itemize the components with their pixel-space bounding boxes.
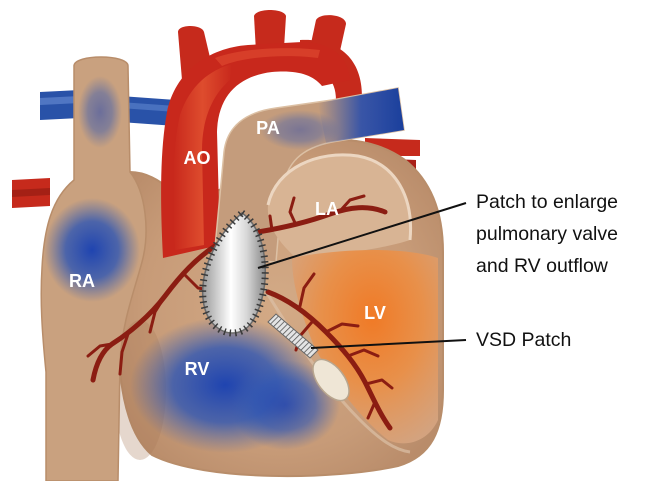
- callout-line: Patch to enlarge: [476, 191, 618, 213]
- callout-line: and RV outflow: [476, 255, 609, 277]
- label-left-ventricle: LV: [364, 303, 386, 323]
- label-left-atrium: LA: [315, 199, 339, 219]
- callout-line: pulmonary valve: [476, 223, 618, 245]
- callout-line: VSD Patch: [476, 329, 571, 351]
- callout-vsd-patch: VSD Patch: [476, 329, 571, 351]
- callout-pulmonary-patch: Patch to enlarge pulmonary valve and RV …: [476, 191, 618, 277]
- label-right-ventricle: RV: [185, 359, 210, 379]
- label-pulmonary-artery: PA: [256, 118, 280, 138]
- coronary-branch: [270, 216, 272, 230]
- right-atrium-upper-shading: [78, 76, 122, 148]
- label-aorta: AO: [184, 148, 211, 168]
- label-right-atrium: RA: [69, 271, 95, 291]
